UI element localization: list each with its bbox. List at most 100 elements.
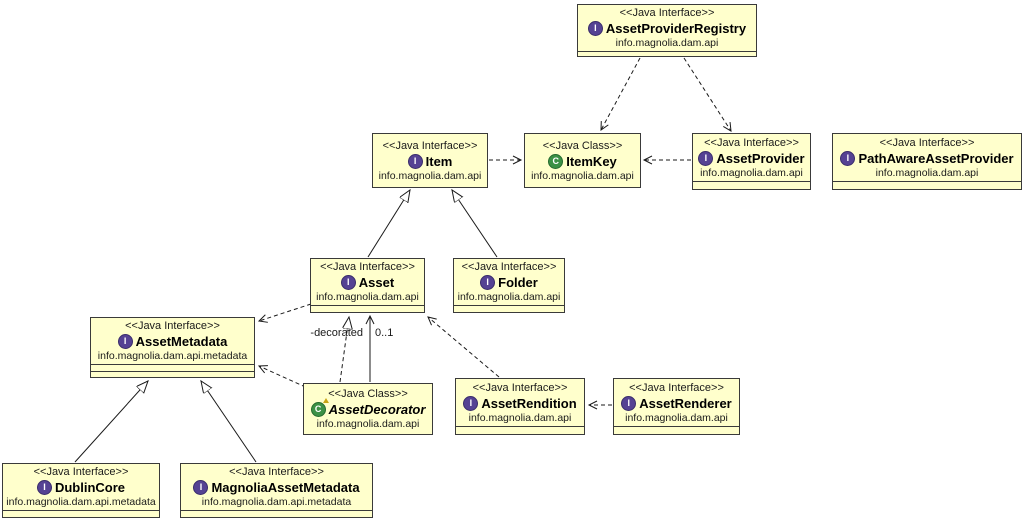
- class-box-item[interactable]: <<Java Interface>> I Item info.magnolia.…: [372, 133, 488, 188]
- class-box-asset-provider[interactable]: <<Java Interface>> I AssetProvider info.…: [692, 133, 811, 190]
- edge-assetRendition-to-asset[interactable]: [427, 316, 500, 378]
- class-box-item-key[interactable]: <<Java Class>> C ItemKey info.magnolia.d…: [524, 133, 641, 188]
- edge-assetDecorator-to-asset[interactable]: [339, 317, 349, 383]
- members-compartment: [614, 426, 739, 434]
- interface-icon: I: [407, 153, 423, 169]
- stereotype-label: <<Java Interface>>: [472, 381, 568, 394]
- class-name-row: I MagnoliaAssetMetadata: [184, 479, 369, 496]
- package-name: info.magnolia.dam.api.metadata: [6, 496, 156, 508]
- package-name: info.magnolia.dam.api: [615, 37, 719, 49]
- icon-letter: I: [704, 152, 708, 163]
- class-name-row: I Item: [376, 153, 484, 170]
- interface-icon: I: [340, 275, 356, 290]
- interface-icon: I: [698, 150, 714, 166]
- class-box-dublin-core[interactable]: <<Java Interface>> I DublinCore info.mag…: [2, 463, 160, 518]
- class-name: Folder: [498, 275, 538, 290]
- members-compartment: [181, 510, 372, 517]
- edge-asset-to-item[interactable]: [367, 190, 410, 258]
- stereotype-label: <<Java Interface>>: [704, 136, 799, 149]
- stereotype-label: <<Java Class>>: [542, 139, 623, 152]
- interface-icon: I: [840, 150, 856, 166]
- package-name: info.magnolia.dam.api: [316, 418, 420, 430]
- class-name: DublinCore: [54, 480, 126, 495]
- class-name: AssetRendition: [481, 395, 577, 411]
- class-box-path-aware-asset-provider[interactable]: <<Java Interface>> I PathAwareAssetProvi…: [832, 133, 1022, 190]
- class-name: AssetProviderRegistry: [605, 21, 747, 36]
- icon-letter: I: [123, 336, 127, 346]
- class-name-row: I AssetRenderer: [617, 395, 736, 412]
- class-name-row: I DublinCore: [6, 479, 156, 496]
- icon-letter: I: [413, 155, 417, 166]
- edge-magnoliaAssetMetadata-to-assetMetadata[interactable]: [201, 381, 257, 463]
- edge-asset-to-assetMetadata[interactable]: [257, 303, 312, 323]
- class-name-row: I AssetProvider: [696, 150, 807, 167]
- members-compartment: [454, 305, 564, 312]
- edge-folder-to-item[interactable]: [452, 190, 498, 258]
- interface-icon: I: [621, 395, 637, 411]
- icon-letter: I: [846, 152, 850, 163]
- package-name: info.magnolia.dam.api: [875, 166, 979, 179]
- class-name: AssetDecorator: [328, 402, 426, 417]
- interface-icon: I: [36, 480, 52, 495]
- stereotype-label: <<Java Interface>>: [461, 261, 557, 273]
- class-name-row: C ItemKey: [528, 153, 637, 170]
- abstract-marker: [322, 398, 329, 403]
- interface-icon: I: [587, 21, 603, 36]
- stereotype-label: <<Java Interface>>: [320, 261, 415, 273]
- edge-assetProviderRegistry-to-itemKey[interactable]: [600, 57, 641, 131]
- icon-letter: I: [627, 397, 630, 408]
- interface-icon: I: [463, 395, 479, 411]
- interface-icon: I: [193, 480, 209, 495]
- association-multiplicity-label: 0..1: [375, 327, 394, 339]
- icon-letter: C: [552, 155, 559, 166]
- class-name: AssetMetadata: [135, 334, 228, 349]
- members-compartment: [3, 510, 159, 517]
- class-box-asset-metadata[interactable]: <<Java Interface>> I AssetMetadata info.…: [90, 317, 255, 378]
- class-box-asset-provider-registry[interactable]: <<Java Interface>> I AssetProviderRegist…: [577, 4, 757, 57]
- class-name: MagnoliaAssetMetadata: [211, 480, 360, 495]
- members-compartment: [693, 181, 810, 189]
- stereotype-label: <<Java Interface>>: [125, 320, 220, 332]
- class-name-row: I Asset: [314, 274, 421, 291]
- stereotype-label: <<Java Interface>>: [382, 139, 478, 152]
- stereotype-label: <<Java Interface>>: [629, 381, 724, 394]
- class-name: AssetRenderer: [639, 395, 732, 411]
- class-name-row: I AssetRendition: [459, 395, 581, 412]
- stereotype-label: <<Java Interface>>: [229, 466, 324, 478]
- package-name: info.magnolia.dam.api.metadata: [201, 496, 352, 508]
- package-name: info.magnolia.dam.api: [700, 166, 803, 179]
- class-name-row: I PathAwareAssetProvider: [836, 150, 1018, 167]
- stereotype-label: <<Java Class>>: [328, 388, 408, 400]
- class-box-folder[interactable]: <<Java Interface>> I Folder info.magnoli…: [453, 258, 565, 313]
- interface-icon: I: [117, 334, 133, 349]
- stereotype-label: <<Java Interface>>: [619, 7, 715, 19]
- class-box-asset-rendition[interactable]: <<Java Interface>> I AssetRendition info…: [455, 378, 585, 435]
- icon-letter: C: [314, 404, 322, 414]
- class-name: Asset: [358, 275, 395, 290]
- icon-letter: I: [43, 482, 46, 492]
- edge-dublinCore-to-assetMetadata[interactable]: [74, 381, 148, 463]
- stereotype-label: <<Java Interface>>: [33, 466, 129, 478]
- class-box-asset[interactable]: <<Java Interface>> I Asset info.magnolia…: [310, 258, 425, 313]
- package-name: info.magnolia.dam.api: [531, 169, 634, 182]
- members-compartment: [311, 305, 424, 312]
- icon-letter: I: [486, 277, 489, 287]
- interface-icon: I: [480, 275, 496, 290]
- package-name: info.magnolia.dam.api: [457, 291, 561, 303]
- members-compartment: [578, 51, 756, 56]
- package-name: info.magnolia.dam.api: [378, 169, 482, 182]
- edge-assetProviderRegistry-to-assetProvider[interactable]: [683, 57, 732, 132]
- class-name-row: I AssetMetadata: [94, 333, 251, 350]
- package-name: info.magnolia.dam.api: [625, 411, 728, 424]
- class-name: PathAwareAssetProvider: [858, 150, 1014, 166]
- class-name: ItemKey: [566, 153, 617, 169]
- class-name-row: I Folder: [457, 274, 561, 291]
- operations-compartment: [91, 370, 254, 378]
- class-box-asset-decorator[interactable]: <<Java Class>> C AssetDecorator info.mag…: [303, 383, 433, 435]
- association-role-label: -decorated: [310, 327, 363, 339]
- class-icon: C: [548, 153, 564, 169]
- class-box-asset-renderer[interactable]: <<Java Interface>> I AssetRenderer info.…: [613, 378, 740, 435]
- class-box-magnolia-asset-metadata[interactable]: <<Java Interface>> I MagnoliaAssetMetada…: [180, 463, 373, 518]
- class-name: AssetProvider: [716, 150, 805, 166]
